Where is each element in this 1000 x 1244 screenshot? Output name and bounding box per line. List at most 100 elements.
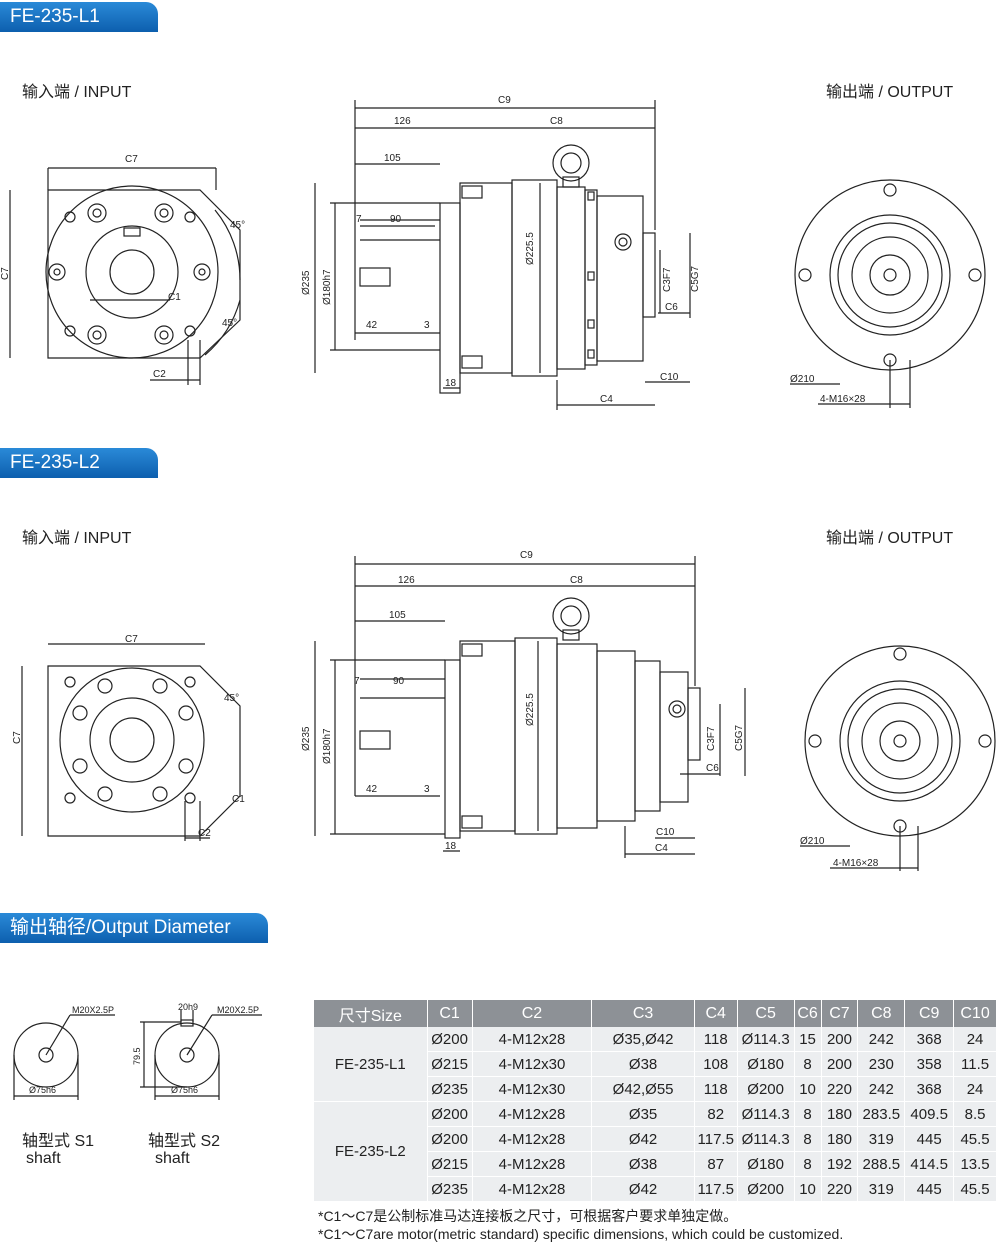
th-c8: C8	[857, 1000, 906, 1027]
dim-c7-l1-side: C7	[0, 267, 11, 280]
th-c1: C1	[427, 1000, 473, 1027]
cell: 4-M12x28	[472, 1101, 593, 1127]
cell: Ø200	[427, 1101, 473, 1127]
shaft-s1-dia: Ø75h6	[29, 1085, 56, 1095]
cell: Ø35,Ø42	[591, 1027, 695, 1052]
dim-3-l2: 3	[424, 784, 430, 795]
cell: 8	[794, 1051, 822, 1077]
dim-c8-l2: C8	[570, 575, 583, 586]
cell: 288.5	[857, 1151, 906, 1177]
cell: 4-M12x30	[472, 1076, 593, 1102]
cell: 180	[821, 1101, 859, 1127]
cell: Ø42	[591, 1126, 695, 1152]
shaft-s1-label: 轴型式 S1	[22, 1133, 95, 1150]
cell: 358	[904, 1051, 955, 1077]
th-c9: C9	[904, 1000, 955, 1027]
th-c4: C4	[694, 1000, 738, 1027]
cell: 4-M12x30	[472, 1051, 593, 1077]
spec-table: 尺寸Size C1 C2 C3 C4 C5 C6 C7 C8 C9 C10 FE…	[314, 1000, 997, 1202]
dim-90-l1: 90	[390, 214, 402, 225]
section-title-l1: FE-235-L1	[0, 2, 158, 32]
dim-c9-l1: C9	[498, 95, 511, 106]
cell: 242	[857, 1027, 906, 1052]
cell: 283.5	[857, 1101, 906, 1127]
cell: Ø235	[427, 1176, 473, 1202]
cell: 192	[821, 1151, 859, 1177]
l2-drawings: C7 C7 C1 C2 45°	[12, 550, 996, 871]
cell: 230	[857, 1051, 906, 1077]
l2-output-face	[800, 645, 996, 871]
cell: Ø114.3	[737, 1101, 795, 1127]
dim-c10-l2: C10	[656, 827, 675, 838]
dim-c3f7-l2: C3F7	[706, 726, 717, 751]
dim-m16-l2: 4-M16×28	[833, 858, 879, 869]
note-en: *C1～C7are motor(metric standard) specifi…	[318, 1226, 844, 1242]
table-row: Ø215 4-M12x30 Ø38 108 Ø180 8 200 230 358…	[314, 1051, 997, 1077]
shaft-s2-thread: M20X2.5P	[217, 1005, 259, 1015]
cell: 82	[694, 1101, 738, 1127]
cell: 4-M12x28	[472, 1151, 593, 1177]
cell: Ø42,Ø55	[591, 1076, 695, 1102]
cell: 4-M12x28	[472, 1176, 593, 1202]
dim-c4-l2: C4	[655, 843, 668, 854]
cell: 11.5	[953, 1051, 997, 1077]
input-label-l2: 输入端 / INPUT	[22, 530, 132, 547]
output-label-l2: 输出端 / OUTPUT	[826, 530, 954, 547]
l1-input-face	[9, 167, 241, 385]
cell: Ø215	[427, 1051, 473, 1077]
dim-45-l1-b: 45°	[222, 318, 237, 329]
cell: Ø38	[591, 1051, 695, 1077]
shaft-s2	[140, 1010, 262, 1100]
dim-phi235-l2: Ø235	[301, 726, 312, 751]
cell: 13.5	[953, 1151, 997, 1177]
dim-phi180-l1: Ø180h7	[322, 269, 333, 305]
shaft-s2-key: 20h9	[178, 1002, 198, 1012]
dim-c7-l1-top: C7	[125, 154, 138, 165]
cell: Ø38	[591, 1151, 695, 1177]
cell: 117.5	[694, 1126, 738, 1152]
dim-7-l1: 7	[356, 214, 362, 225]
dim-phi2255-l1: Ø225.5	[525, 232, 536, 265]
cell: 24	[953, 1027, 997, 1052]
cell: 10	[794, 1076, 822, 1102]
dim-45-l2: 45°	[224, 693, 239, 704]
dim-45-l1-a: 45°	[230, 220, 245, 231]
cell: 45.5	[953, 1126, 997, 1152]
th-c6: C6	[794, 1000, 822, 1027]
dim-c1-l1: C1	[168, 292, 181, 303]
cell: 445	[904, 1176, 955, 1202]
cell: 200	[821, 1051, 859, 1077]
th-c5: C5	[737, 1000, 795, 1027]
shaft-s1-sub: shaft	[26, 1150, 61, 1167]
cell: 8	[794, 1101, 822, 1127]
th-c3: C3	[591, 1000, 695, 1027]
shaft-drawings: M20X2.5P Ø75h6 20h9 M20X2.5P 79.5 Ø75h6	[13, 1002, 262, 1100]
cell: 200	[821, 1027, 859, 1052]
dim-c3f7-l1: C3F7	[662, 267, 673, 292]
model-cell: FE-235-L1	[314, 1027, 428, 1102]
cell: 108	[694, 1051, 738, 1077]
cell: 445	[904, 1126, 955, 1152]
l2-side-view	[314, 556, 746, 858]
dim-phi210-l1: Ø210	[790, 374, 815, 385]
dim-phi210-l2: Ø210	[800, 836, 825, 847]
cell: Ø180	[737, 1151, 795, 1177]
cell: Ø180	[737, 1051, 795, 1077]
cell: 319	[857, 1176, 906, 1202]
cell: 409.5	[904, 1101, 955, 1127]
shaft-s2-sub: shaft	[155, 1150, 190, 1167]
dim-7-l2: 7	[354, 676, 360, 687]
cell: 4-M12x28	[472, 1027, 593, 1052]
dim-42-l1: 42	[366, 320, 378, 331]
cell: Ø200	[737, 1076, 795, 1102]
th-c7: C7	[821, 1000, 859, 1027]
table-row: Ø235 4-M12x28 Ø42 117.5 Ø200 10 220 319 …	[314, 1176, 997, 1202]
cell: 368	[904, 1027, 955, 1052]
dim-c6-l1: C6	[665, 302, 678, 313]
input-label-l1: 输入端 / INPUT	[22, 84, 132, 101]
dim-m16-l1: 4-M16×28	[820, 394, 866, 405]
dim-c2-l1: C2	[153, 369, 166, 380]
dim-c7-l2-side: C7	[12, 731, 23, 744]
dim-c9-l2: C9	[520, 550, 533, 561]
dim-90-l2: 90	[393, 676, 405, 687]
